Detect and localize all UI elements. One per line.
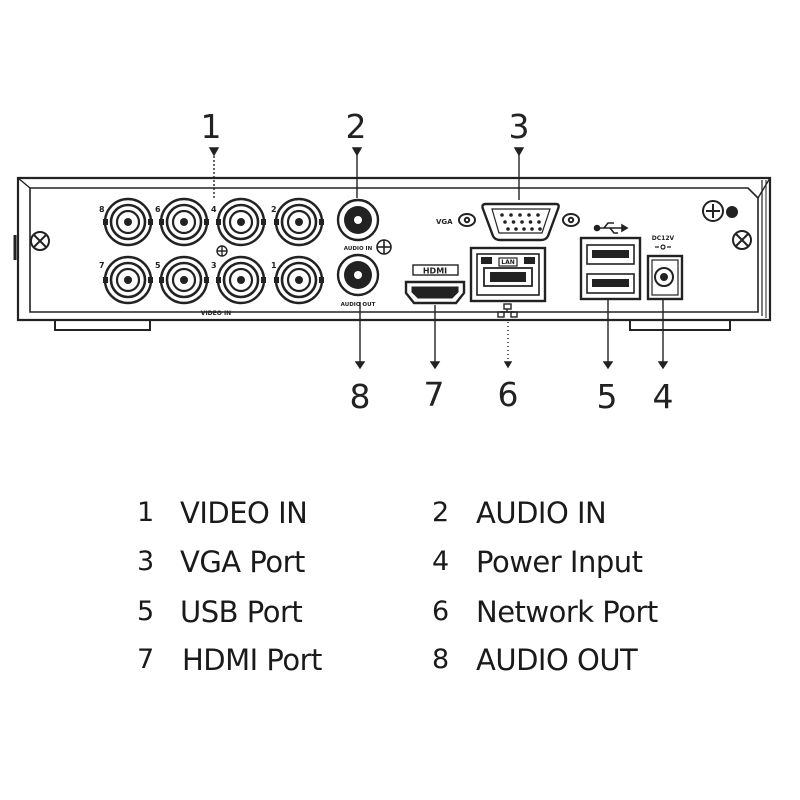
- power-panel-label: DC12V: [652, 235, 675, 242]
- hdmi-panel-label: HDMI: [423, 267, 447, 276]
- callout-number: 5: [597, 377, 618, 416]
- bnc-channel-label: 6: [155, 205, 161, 214]
- bnc-connector: [274, 255, 324, 305]
- callout-number: 7: [424, 375, 445, 414]
- vga-pin: [536, 213, 540, 217]
- audio-ground-icon: [376, 239, 392, 255]
- vga-pin: [511, 220, 516, 224]
- bnc-connector: [274, 197, 324, 247]
- video-in-panel-label: VIDEO IN: [201, 310, 231, 317]
- screw-icon: [30, 231, 50, 251]
- vga-pin: [522, 227, 526, 231]
- vga-port: [458, 202, 580, 242]
- power-jack: [646, 254, 684, 301]
- bnc-channel-label: 3: [211, 261, 217, 270]
- vga-pin: [500, 213, 504, 217]
- usb-ports: [579, 236, 642, 301]
- callout-number: 2: [346, 107, 367, 146]
- screw-icon: [732, 230, 752, 250]
- lan-panel-label: LAN: [501, 259, 515, 266]
- hdmi-label-badge: HDMI: [412, 264, 459, 276]
- channel-marker-icon: [216, 245, 228, 257]
- vga-pin: [538, 227, 542, 231]
- vga-pin: [503, 220, 507, 224]
- hdmi-port: [404, 280, 466, 305]
- audio-out-rca: [336, 253, 380, 297]
- bnc-connector: [103, 255, 153, 305]
- rubber-feet: [54, 320, 731, 331]
- usb-icon: [593, 222, 629, 234]
- callout-number: 8: [350, 377, 371, 416]
- bnc-channel-label: 5: [155, 261, 161, 270]
- vga-pin: [518, 213, 522, 217]
- audio-out-panel-label: AUDIO OUT: [341, 302, 376, 308]
- vga-pin: [520, 220, 524, 224]
- vga-pin: [528, 220, 533, 224]
- network-icon: [497, 303, 518, 318]
- vga-pin: [537, 220, 541, 224]
- vga-pins: [500, 213, 542, 231]
- vga-pin: [509, 213, 513, 217]
- bnc-channel-label: 4: [211, 205, 217, 214]
- bnc-connector: [216, 197, 266, 247]
- vga-pin: [506, 227, 510, 231]
- callout-number: 4: [653, 377, 674, 416]
- callout-number: 3: [509, 107, 530, 146]
- bnc-channel-label: 7: [99, 261, 105, 270]
- callout-lines: [208, 147, 669, 370]
- vga-pin: [527, 213, 531, 217]
- ground-terminal-icon: [702, 200, 738, 222]
- network-port: [469, 246, 547, 303]
- bnc-connector: [159, 255, 209, 305]
- audio-in-rca: [336, 198, 380, 242]
- audio-in-panel-label: AUDIO IN: [344, 246, 373, 252]
- video-in-bnc-group: [103, 197, 324, 305]
- vga-pin: [514, 227, 518, 231]
- callout-number: 6: [498, 375, 519, 414]
- bnc-connector: [159, 197, 209, 247]
- power-polarity-icon: [655, 244, 671, 250]
- bnc-connector: [103, 197, 153, 247]
- vga-pin: [530, 227, 534, 231]
- bnc-connector: [216, 255, 266, 305]
- vga-panel-label: VGA: [436, 218, 453, 226]
- callout-number: 1: [201, 107, 222, 146]
- bnc-channel-label: 1: [271, 261, 277, 270]
- bnc-channel-label: 8: [99, 205, 105, 214]
- bnc-channel-label: 2: [271, 205, 277, 214]
